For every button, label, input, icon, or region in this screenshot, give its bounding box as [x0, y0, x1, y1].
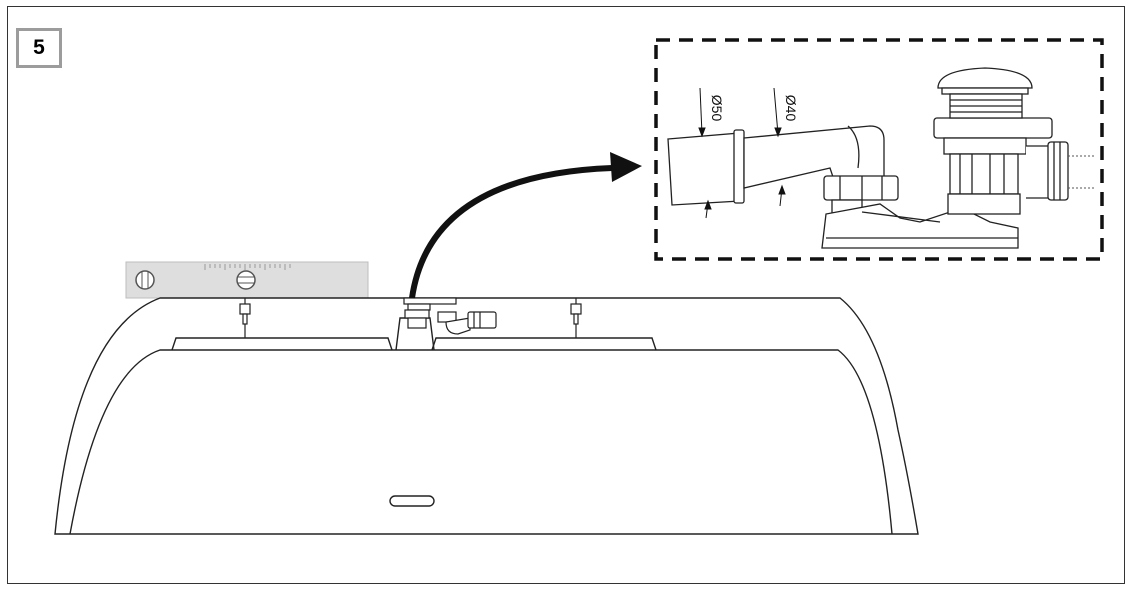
- elbow-nut: [823, 175, 899, 201]
- step-number-badge: 5: [16, 28, 62, 68]
- level-vial-vertical: [135, 270, 155, 290]
- dimension-leaders: [698, 87, 786, 219]
- spirit-level: [125, 261, 369, 299]
- level-vial-horizontal: [236, 270, 256, 290]
- bathtub: [54, 297, 919, 535]
- waste-assembly-small: [403, 297, 497, 335]
- detail-callout-box: [654, 38, 1104, 261]
- trap-collar: [933, 117, 1053, 139]
- dim-label-40: Ø40: [783, 95, 799, 122]
- click-clack-plug: [937, 67, 1033, 89]
- tub-rib-right: [431, 337, 657, 351]
- callout-arrow: [409, 152, 642, 299]
- leveling-foot-right: [570, 298, 582, 338]
- connector-hint-lines: [1068, 155, 1094, 189]
- pipe-50: [667, 132, 741, 206]
- figure-frame: [7, 6, 1125, 584]
- trap-body: [949, 153, 1019, 195]
- dim-label-50: Ø50: [709, 95, 725, 122]
- leveling-foot-left: [239, 298, 251, 338]
- overflow-slot: [389, 495, 435, 507]
- tub-inner-shell: [69, 349, 893, 535]
- detail-waste-trap: [667, 67, 1069, 249]
- tub-rib-left: [171, 337, 393, 351]
- tub-rim: [54, 297, 919, 535]
- overflow-connector: [1047, 141, 1069, 201]
